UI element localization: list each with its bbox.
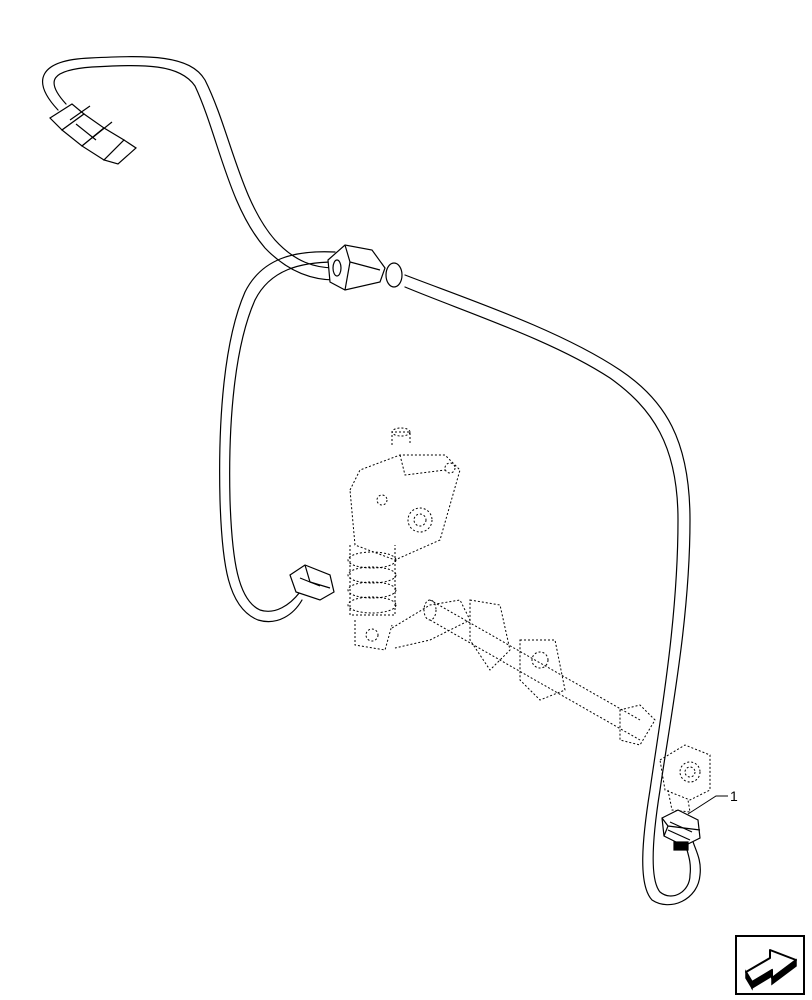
- sensor-connector-item-1: [661, 809, 701, 851]
- harness-cable: [42, 56, 701, 906]
- callout-1: 1: [687, 788, 738, 815]
- callout-label: 1: [730, 788, 738, 804]
- harness-junction-fitting: [327, 244, 403, 291]
- callout-leader-line: [687, 795, 728, 815]
- harness-connector-left: [49, 103, 137, 165]
- next-page-arrow-icon[interactable]: [735, 935, 805, 995]
- sensor-connector-mid: [289, 564, 335, 601]
